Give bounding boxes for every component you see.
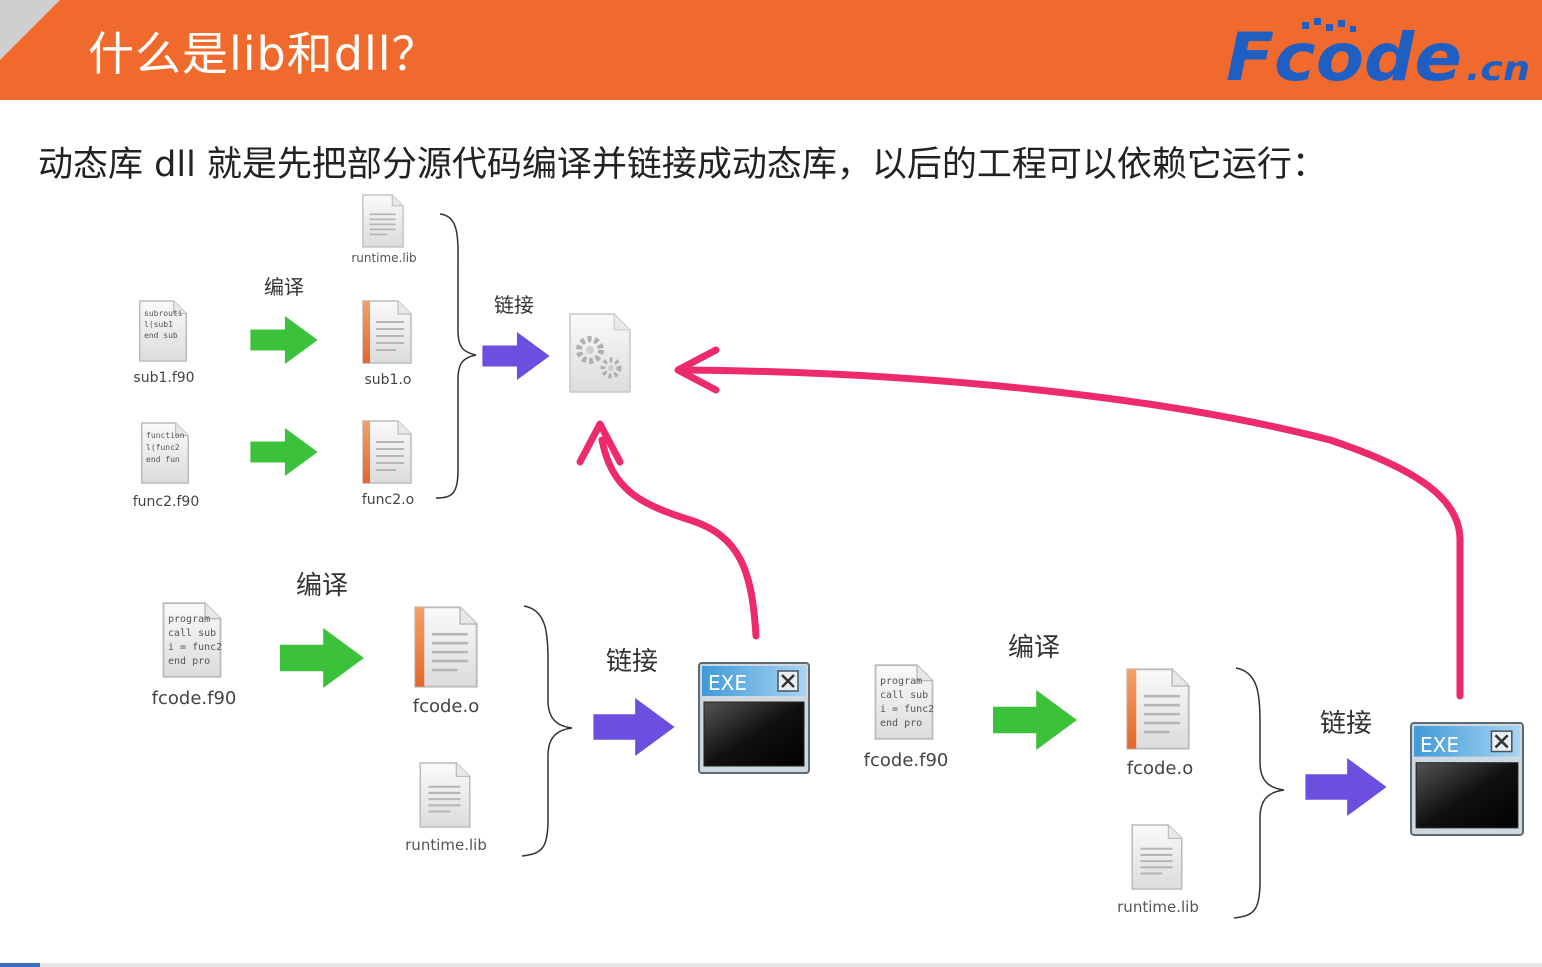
compile-arrow-icon [250, 316, 318, 364]
right-link-label: 链接 [1320, 709, 1372, 739]
right-code-line-1: program [880, 676, 922, 687]
top-runtime-lib-label: runtime.lib [351, 251, 416, 265]
top-group-brace [435, 213, 477, 499]
footer-accent [0, 963, 40, 967]
gears-dll-icon [569, 313, 631, 393]
header-bar: 什么是lib和dll？ Fcode .cn [0, 0, 1542, 100]
right-group-brace [1233, 667, 1285, 919]
left-runtime-lib-label: runtime.lib [405, 836, 487, 854]
sub1-source-label: sub1.f90 [133, 370, 194, 386]
header-corner-decoration [0, 0, 60, 60]
sub1-code-line-2: l(sub1 [144, 320, 173, 329]
right-dependency-arrowhead [674, 346, 720, 394]
right-code-line-2: call sub [880, 690, 928, 701]
func2-object-label: func2.o [362, 492, 414, 508]
right-code-line-4: end pro [880, 718, 922, 729]
func2-code-line-2: l(func2 [146, 443, 180, 452]
left-exe-dependency-arrow [598, 436, 760, 640]
logo-dots [1302, 18, 1356, 32]
left-exe-label: EXE [708, 671, 747, 695]
left-code-line-1: program [168, 614, 210, 625]
subtitle: 动态库 dll 就是先把部分源代码编译并链接成动态库，以后的工程可以依赖它运行： [38, 145, 1327, 185]
left-code-line-3: i = func2 [168, 642, 222, 653]
left-code-line-2: call sub [168, 628, 216, 639]
sub1-code-line-3: end sub [144, 331, 178, 340]
sub1-code-line-1: subrouti [144, 309, 183, 318]
logo-text: Fcode [1226, 19, 1462, 88]
logo-suffix: .cn [1466, 49, 1530, 88]
right-exe-label: EXE [1420, 733, 1459, 757]
sub1-object-label: sub1.o [365, 372, 412, 388]
left-code-line-4: end pro [168, 656, 210, 667]
footer-divider [0, 963, 1542, 967]
compile-arrow-icon [250, 428, 318, 476]
runtime-lib-icon [362, 194, 404, 248]
right-object-label: fcode.o [1127, 758, 1193, 779]
left-group-brace [521, 605, 573, 857]
link-arrow-icon [593, 698, 675, 756]
right-runtime-lib-label: runtime.lib [1117, 898, 1199, 916]
left-compile-label: 编译 [296, 571, 348, 601]
left-link-label: 链接 [606, 647, 658, 677]
left-source-label: fcode.f90 [152, 688, 237, 709]
right-source-label: fcode.f90 [864, 750, 949, 771]
func2-code-line-1: function [146, 431, 185, 440]
left-dependency-arrowhead [576, 420, 624, 466]
right-code-line-3: i = func2 [880, 704, 934, 715]
top-link-label: 链接 [494, 293, 534, 317]
func2-code-line-3: end fun [146, 455, 180, 464]
right-exe-dependency-arrow [680, 366, 1464, 700]
left-runtime-lib-icon [419, 762, 471, 828]
right-runtime-lib-icon [1131, 824, 1183, 890]
link-arrow-icon [1305, 758, 1387, 816]
left-fcode-object-icon [414, 606, 478, 688]
compile-arrow-icon [993, 690, 1077, 750]
sub1-object-icon [362, 300, 412, 364]
func2-source-label: func2.f90 [133, 494, 199, 510]
page-title: 什么是lib和dll？ [88, 27, 439, 81]
fcode-logo: Fcode .cn [1226, 18, 1530, 88]
func2-object-icon [362, 420, 412, 484]
compile-arrow-icon [280, 628, 364, 688]
top-compile-label: 编译 [264, 275, 304, 299]
right-fcode-object-icon [1126, 668, 1190, 750]
left-object-label: fcode.o [413, 696, 479, 717]
link-arrow-icon [482, 332, 550, 380]
right-compile-label: 编译 [1008, 633, 1060, 663]
